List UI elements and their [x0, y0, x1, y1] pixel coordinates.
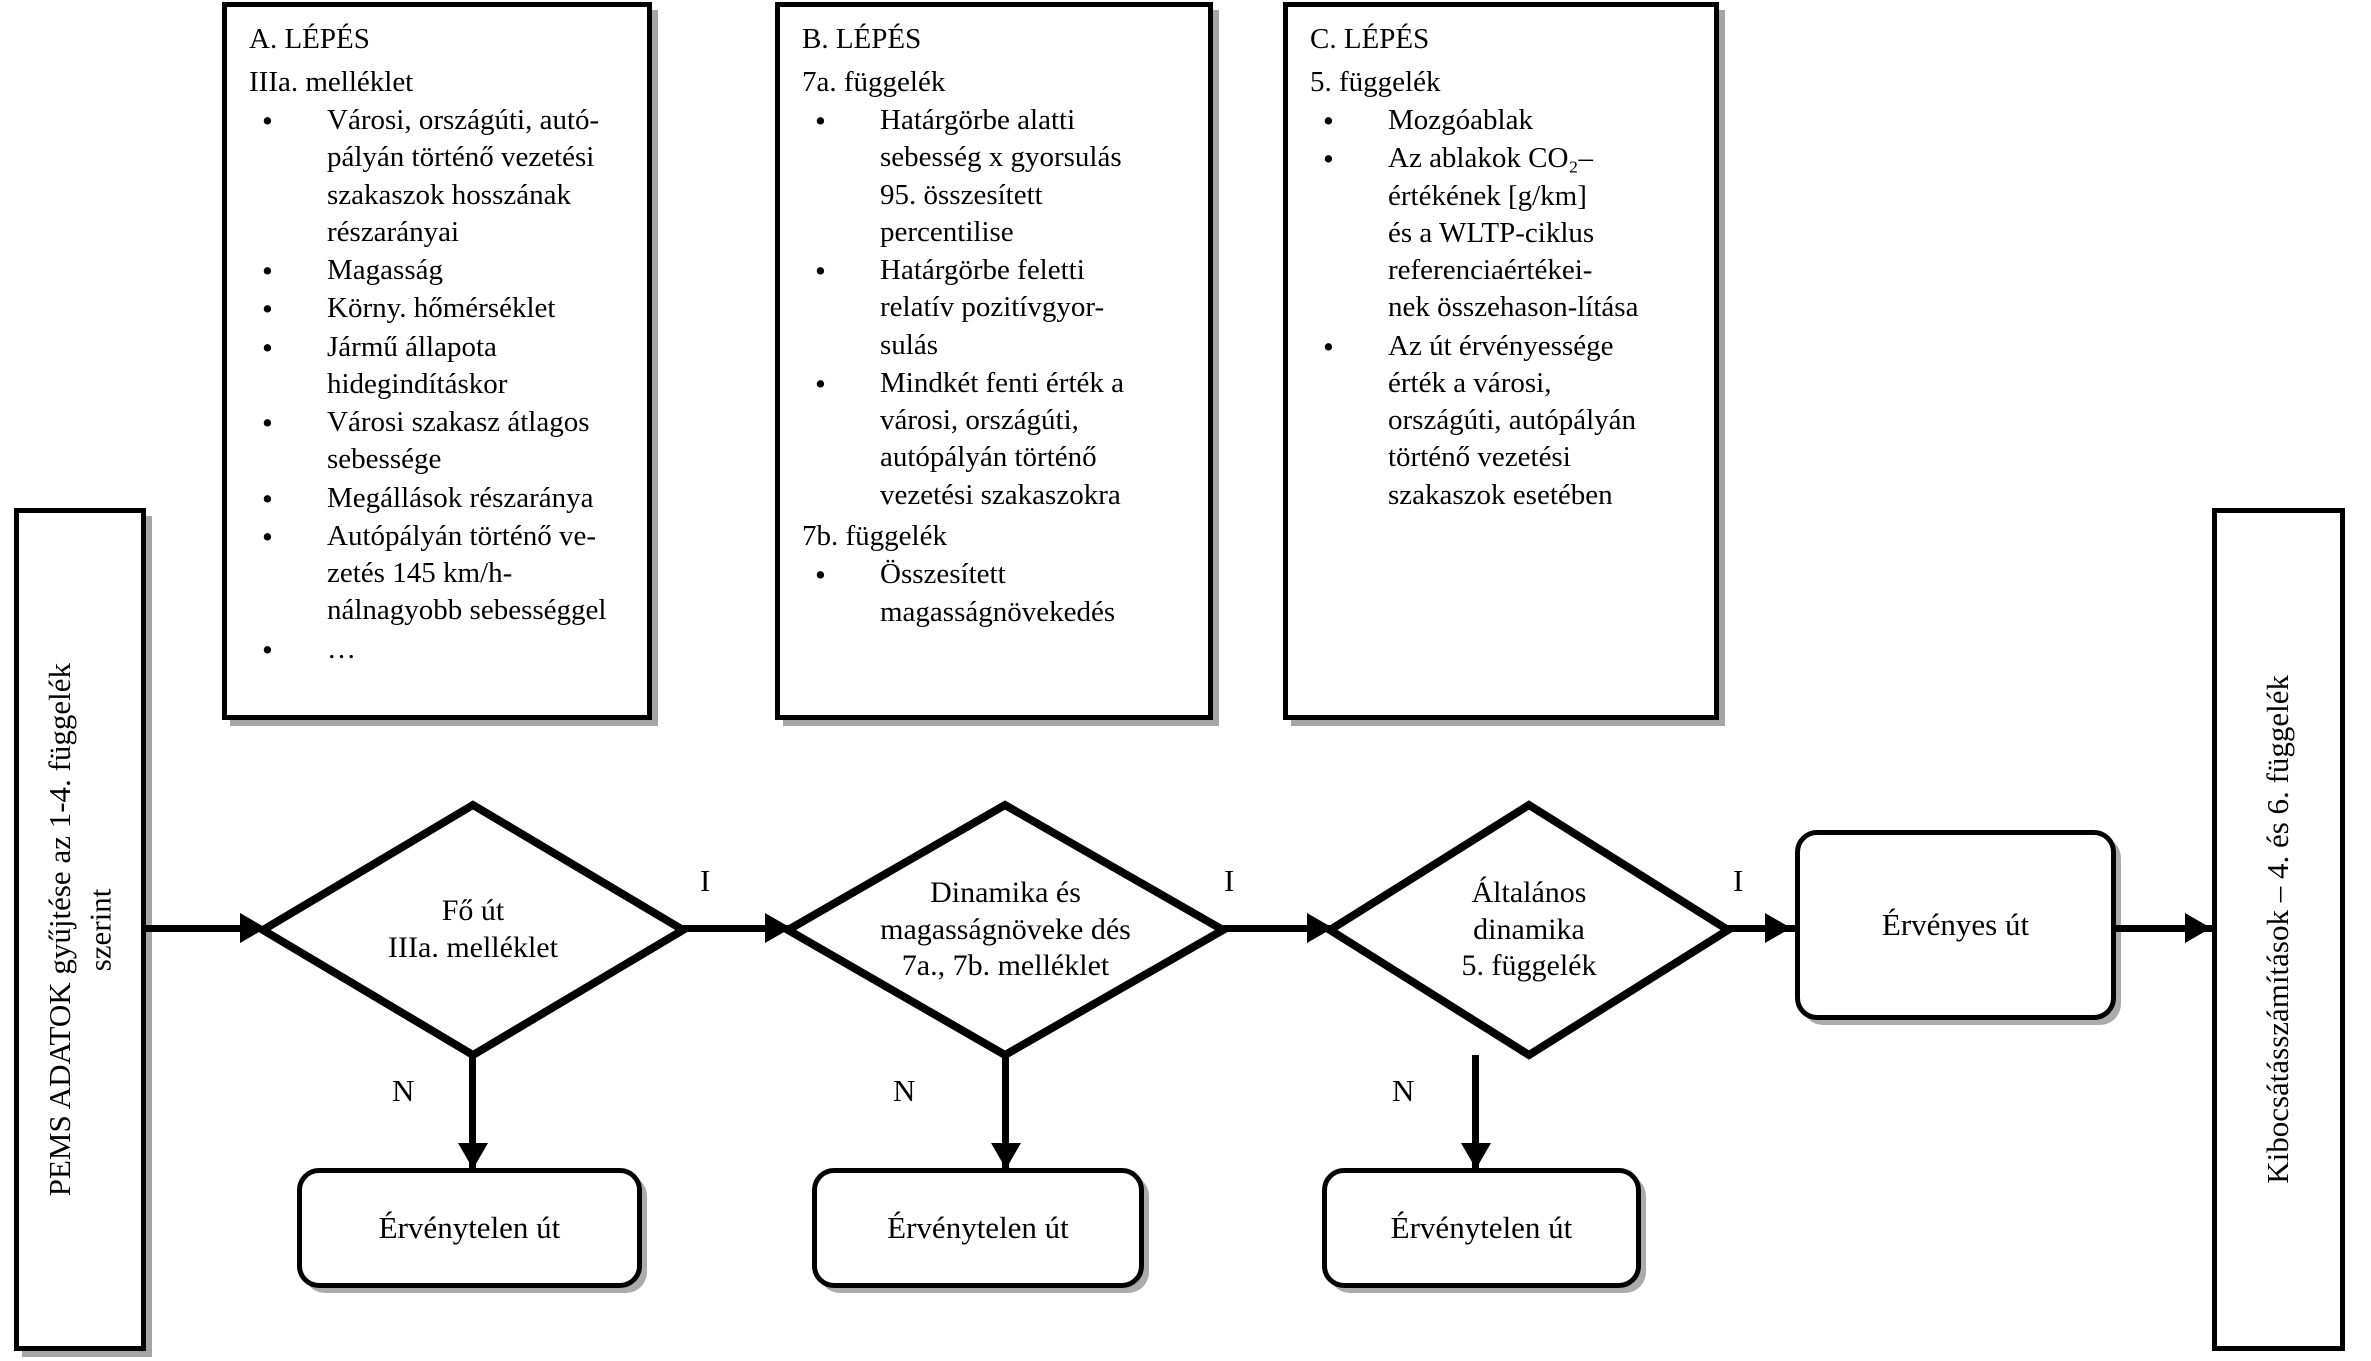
invalid-road-box-3[interactable]: Érvénytelen út	[1322, 1168, 1641, 1288]
arrowhead-d2-to-invalid2	[991, 1143, 1021, 1169]
edge-label-yes-2: I	[1224, 863, 1235, 898]
emissions-output-box: Kibocsátásszámítások – 4. és 6. függelék	[2212, 508, 2345, 1351]
invalid-road-label-3: Érvénytelen út	[1390, 1210, 1573, 1245]
step-c-subtitle: 5. függelék	[1310, 65, 1441, 98]
list-item: Határgörbe feletti relatív pozitívgyor- …	[802, 251, 1192, 364]
connector-d2-to-invalid2	[1002, 1055, 1009, 1170]
step-b-list: Határgörbe alatti sebesség x gyorsulás 9…	[802, 101, 1192, 514]
edge-label-no-1: N	[392, 1073, 415, 1108]
invalid-road-box-2[interactable]: Érvénytelen út	[812, 1168, 1144, 1288]
connector-d1-to-d2	[683, 925, 791, 932]
edge-label-yes-3: I	[1733, 863, 1744, 898]
diamond-1-shape	[255, 800, 691, 1060]
invalid-road-label-2: Érvénytelen út	[887, 1210, 1069, 1245]
step-b-subtitle: 7a. függelék	[802, 65, 946, 98]
diamond-3-shape	[1322, 800, 1736, 1060]
step-a-title: A. LÉPÉS	[249, 23, 370, 55]
emissions-output-label: Kibocsátásszámítások – 4. és 6. függelék	[2260, 675, 2296, 1184]
decision-diamond-1[interactable]: Fő út IIIa. melléklet	[255, 800, 691, 1060]
valid-road-label: Érvényes út	[1881, 907, 2030, 942]
invalid-road-box-1[interactable]: Érvénytelen út	[297, 1168, 642, 1288]
connector-valid-to-output	[2116, 925, 2216, 932]
step-box-c: C. LÉPÉS 5. függelék Mozgóablak Az ablak…	[1283, 2, 1719, 720]
arrowhead-valid-to-output	[2185, 913, 2211, 943]
invalid-road-label-1: Érvénytelen út	[378, 1210, 561, 1245]
valid-road-box[interactable]: Érvényes út	[1795, 830, 2116, 1020]
arrowhead-d3-to-valid	[1765, 913, 1791, 943]
step-box-b: B. LÉPÉS 7a. függelék Határgörbe alatti …	[775, 2, 1213, 720]
list-item: Határgörbe alatti sebesség x gyorsulás 9…	[802, 101, 1192, 251]
list-item: …	[249, 630, 631, 670]
step-b-title: B. LÉPÉS	[802, 23, 922, 55]
pems-data-input-box: PEMS ADATOK gyűjtése az 1-4. függelék sz…	[14, 508, 146, 1351]
list-item: Megállások részaránya	[249, 479, 631, 519]
list-item: Az ablakok CO₂– értékének [g/km] és a WL…	[1310, 139, 1698, 326]
list-item: Az út érvényessége érték a városi, orszá…	[1310, 327, 1698, 514]
list-item: Autópályán történő ve- zetés 145 km/h- n…	[249, 517, 631, 630]
step-box-a: A. LÉPÉS IIIa. melléklet Városi, országú…	[222, 2, 652, 720]
connector-d1-to-invalid1	[469, 1055, 476, 1170]
list-item: Összesített magasságnövekedés	[802, 555, 1192, 631]
connector-input-to-d1	[146, 925, 256, 932]
pems-data-input-label: PEMS ADATOK gyűjtése az 1-4. függelék sz…	[41, 662, 117, 1197]
edge-label-no-2: N	[893, 1073, 916, 1108]
arrowhead-d3-to-invalid3	[1461, 1143, 1491, 1169]
list-item: Magasság	[249, 251, 631, 291]
connector-d2-to-d3	[1223, 925, 1333, 932]
decision-diamond-2[interactable]: Dinamika és magasságnöveke dés 7a., 7b. …	[779, 800, 1232, 1060]
step-b-list-2: Összesített magasságnövekedés	[802, 555, 1192, 631]
step-a-subtitle: IIIa. melléklet	[249, 65, 414, 98]
list-item: Mozgóablak	[1310, 101, 1698, 141]
decision-diamond-3[interactable]: Általános dinamika 5. függelék	[1322, 800, 1736, 1060]
list-item: Mindkét fenti érték a városi, országúti,…	[802, 364, 1192, 514]
connector-d3-to-invalid3	[1472, 1055, 1479, 1170]
step-a-list: Városi, országúti, autó- pályán történő …	[249, 101, 631, 670]
list-item: Jármű állapota hidegindításkor	[249, 328, 631, 404]
step-c-list: Mozgóablak Az ablakok CO₂– értékének [g/…	[1310, 101, 1698, 514]
edge-label-yes-1: I	[700, 863, 711, 898]
arrowhead-d1-to-invalid1	[458, 1143, 488, 1169]
step-c-title: C. LÉPÉS	[1310, 23, 1430, 55]
list-item: Körny. hőmérséklet	[249, 289, 631, 329]
list-item: Városi szakasz átlagos sebessége	[249, 403, 631, 479]
diamond-2-shape	[779, 800, 1232, 1060]
step-b-subtitle-2: 7b. függelék	[802, 519, 947, 552]
edge-label-no-3: N	[1392, 1073, 1415, 1108]
list-item: Városi, országúti, autó- pályán történő …	[249, 101, 631, 251]
